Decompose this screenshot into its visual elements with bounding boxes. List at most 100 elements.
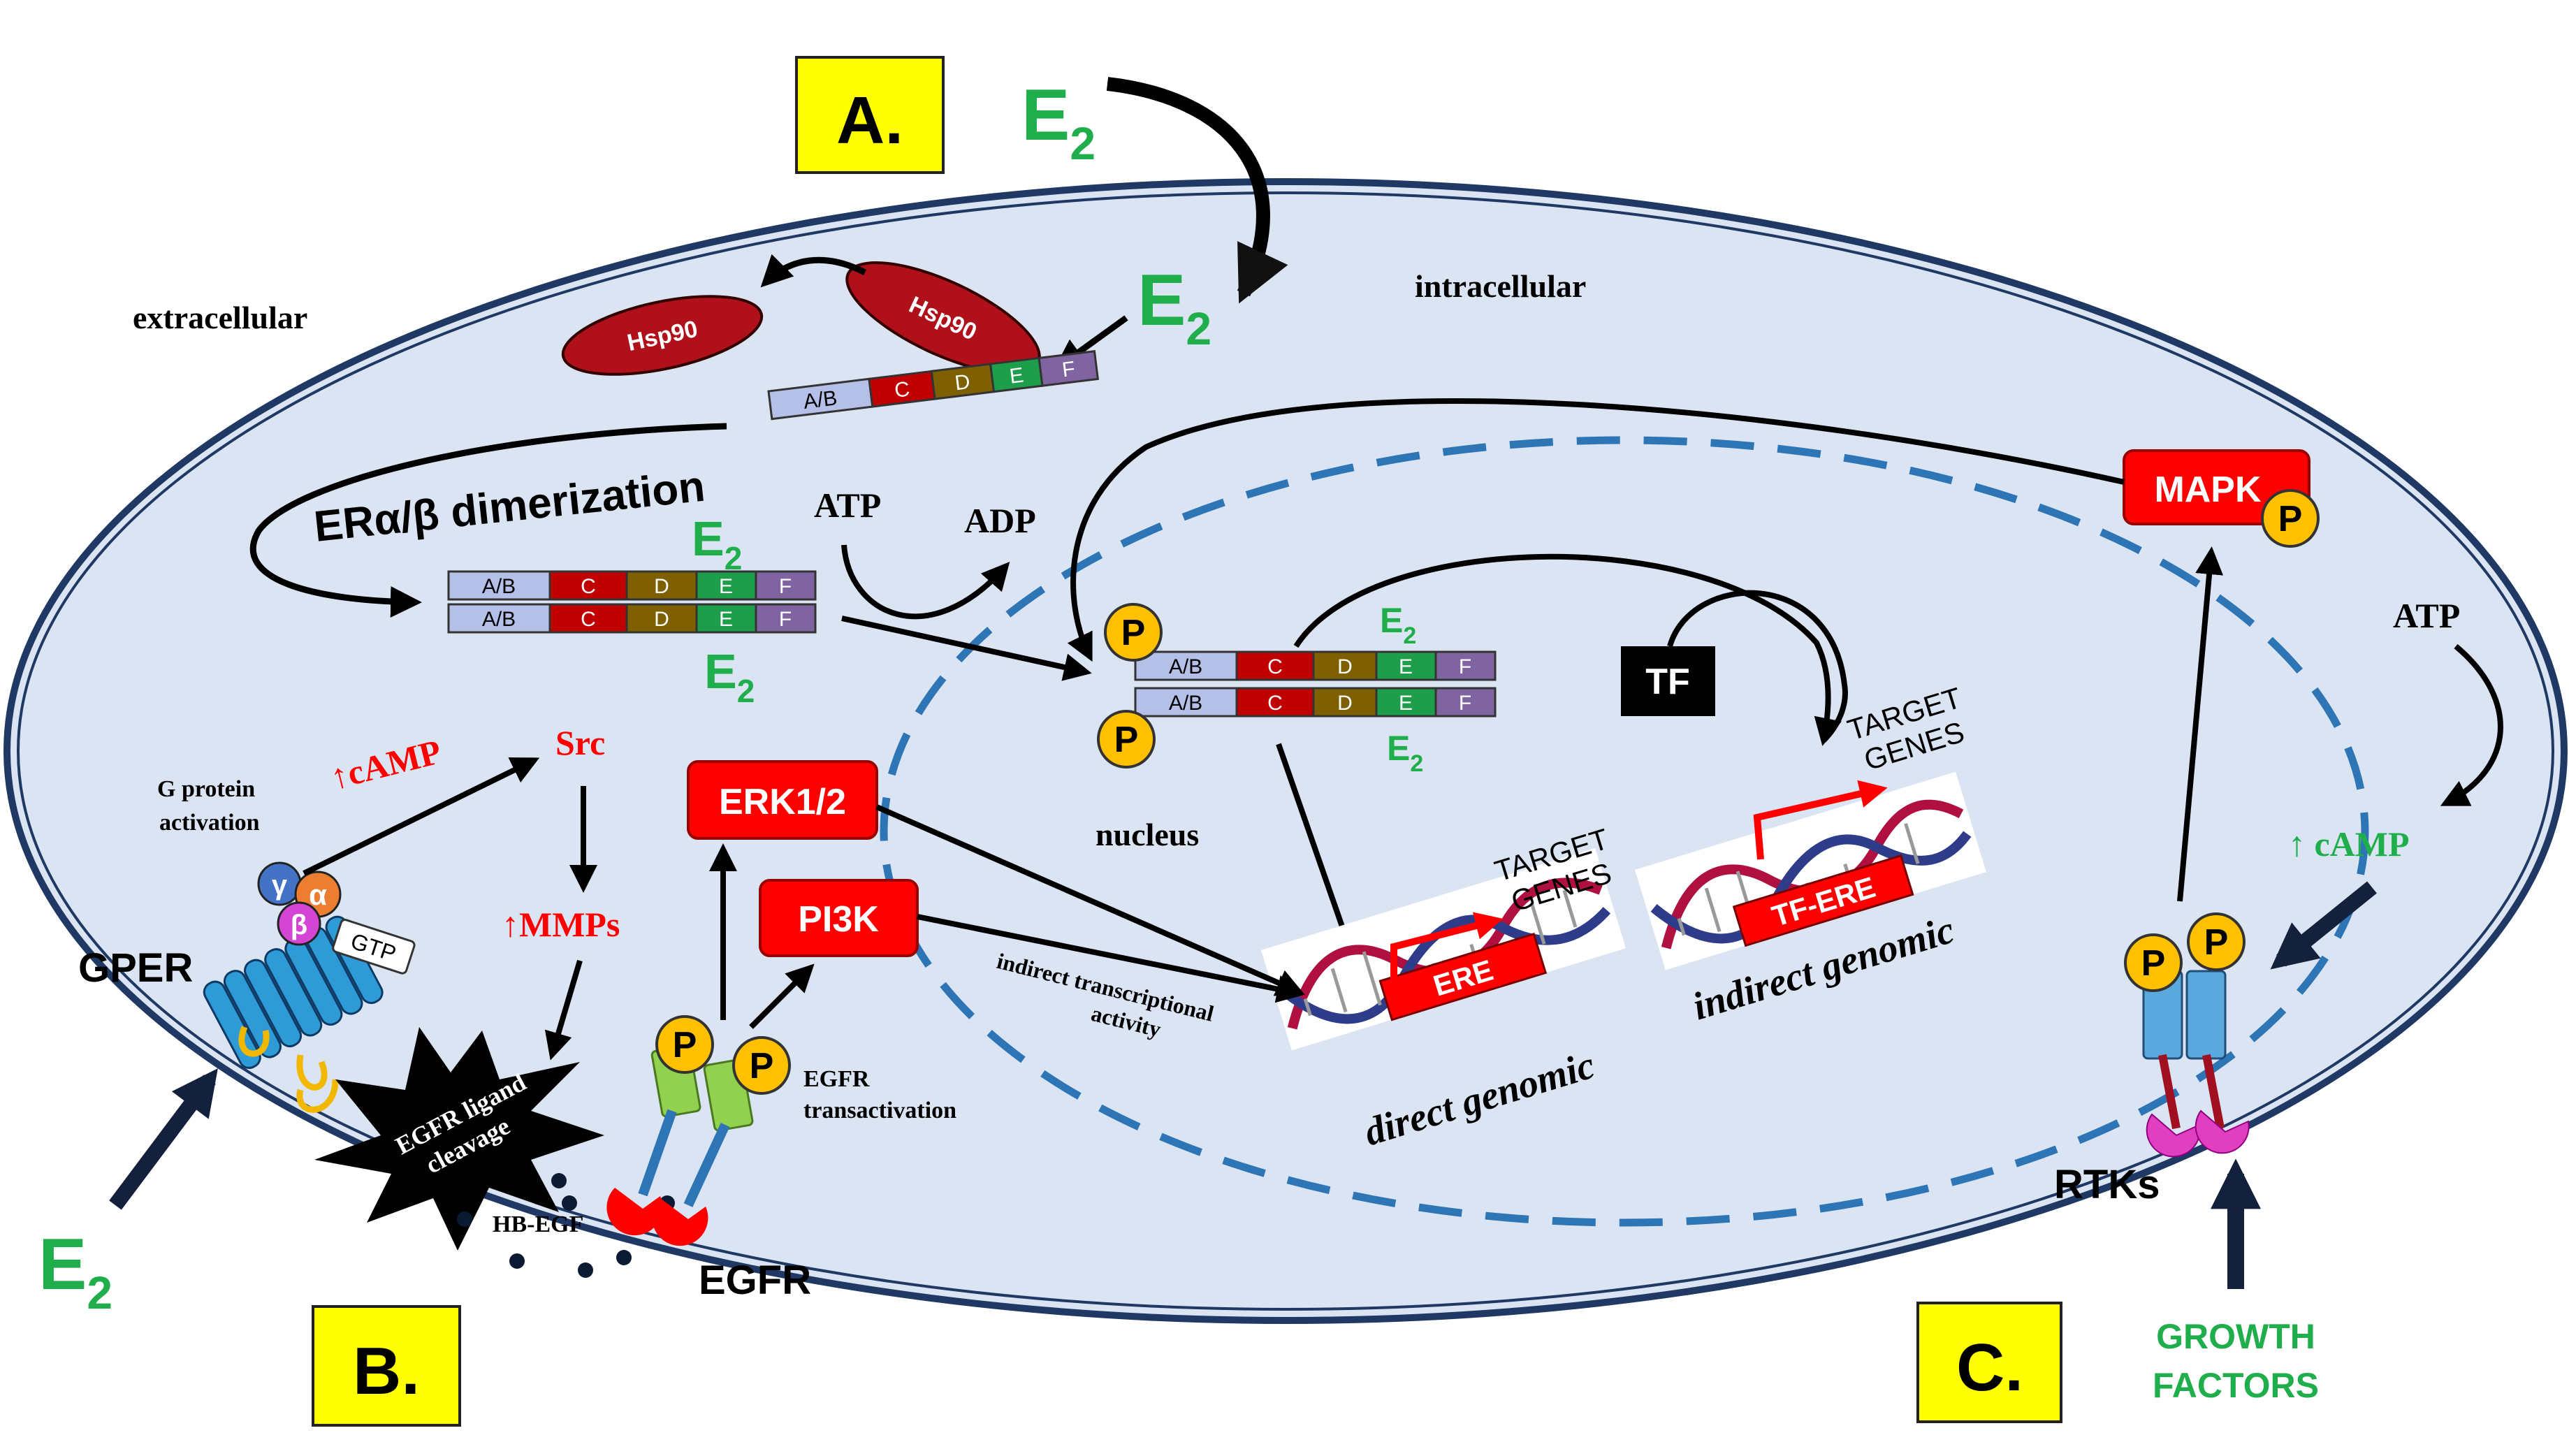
dna-indirect: TF-ERE [1635, 771, 1986, 970]
svg-text:E: E [719, 608, 733, 631]
atp-label-right: ATP [2393, 596, 2460, 635]
mmps-label: ↑MMPs [502, 905, 620, 944]
cell-membrane [3, 178, 2568, 1324]
e2-to-gper-arrow [109, 1068, 218, 1210]
svg-text:E: E [1399, 655, 1413, 678]
phosphate-nuclear-er-top [1104, 603, 1163, 662]
er-monomer: A/B C D E F [767, 350, 1100, 421]
svg-text:A/B: A/B [1169, 692, 1202, 715]
rtk-receptor [2142, 970, 2250, 1158]
svg-text:F: F [779, 575, 792, 598]
svg-text:TF: TF [1645, 662, 1690, 702]
svg-text:α: α [309, 878, 327, 911]
transcription-arrow-direct [1390, 912, 1504, 989]
gper-receptor [203, 915, 384, 1113]
dimerization-arrow [249, 423, 727, 618]
phosphate-egfr-left [655, 1015, 714, 1074]
phosphate-rtk-right [2187, 912, 2246, 971]
svg-text:D: D [954, 370, 972, 395]
svg-text:C: C [581, 608, 596, 631]
svg-text:D: D [1337, 655, 1353, 678]
transcription-arrow-indirect [1753, 780, 1888, 860]
svg-text:E: E [1399, 692, 1413, 715]
svg-text:C: C [893, 377, 911, 402]
e2-bottom-left: E2 [38, 1224, 112, 1318]
svg-text:PI3K: PI3K [798, 899, 879, 940]
rtks-label: RTKs [2054, 1162, 2160, 1207]
svg-text:C: C [581, 575, 596, 598]
svg-text:F: F [1459, 692, 1471, 715]
erk12-box: ERK1/2 [687, 760, 878, 840]
tf-to-tf-ere-arrow [1667, 590, 1848, 743]
e2-dimer-top: E2 [692, 511, 742, 576]
mapk-box: MAPK [2123, 449, 2310, 525]
adp-label: ADP [964, 501, 1036, 540]
atp-label-left: ATP [814, 486, 881, 525]
panel-c-label: C. [1916, 1302, 2062, 1423]
svg-text:E: E [719, 575, 733, 598]
hb-egf-label: HB-EGF [493, 1211, 583, 1237]
svg-text:A/B: A/B [482, 608, 516, 631]
erk-to-ere-arrow [875, 804, 1305, 996]
egfr-label: EGFR [699, 1258, 811, 1303]
phosphate-mapk [2261, 489, 2320, 548]
gprotein-to-src-arrow [303, 757, 540, 876]
er-dimer-nucleus: A/B C D E F A/B C D E F [1134, 650, 1497, 718]
phosphate-rtk-left [2124, 933, 2183, 992]
hsp90-free: Hsp90 [561, 295, 764, 376]
svg-text:A/B: A/B [1169, 655, 1202, 678]
svg-text:D: D [654, 575, 669, 598]
camp-green-label: ↑ cAMP [2288, 824, 2410, 864]
intracellular-label: intracellular [1415, 268, 1586, 304]
dimer-translocation-arrow [841, 616, 1092, 681]
svg-text:γ: γ [272, 870, 288, 901]
panel-b-label: B. [312, 1305, 461, 1427]
svg-text:β: β [291, 910, 307, 940]
atp-to-camp-arrow [2440, 643, 2503, 806]
rtk-to-mapk-arrow [2177, 546, 2224, 902]
e2-entry-arrow [1106, 77, 1288, 304]
atp-to-adp-arrow [841, 544, 1010, 620]
nucleus-boundary [880, 436, 2369, 1227]
phosphate-egfr-right [732, 1036, 791, 1095]
svg-text:F: F [779, 608, 792, 631]
pi3k-to-ere-arrow [917, 914, 1305, 1003]
svg-text:C: C [1267, 655, 1283, 678]
tf-box: TF [1621, 646, 1715, 716]
e2-inside-cell: E2 [1137, 260, 1211, 354]
e2-outside-top: E2 [1021, 75, 1096, 169]
gper-label: GPER [78, 945, 193, 991]
extracellular-label: extracellular [133, 300, 307, 335]
growth-factors-label-1: GROWTH [2156, 1317, 2315, 1356]
e2-nuclear-bottom: E2 [1387, 729, 1423, 777]
svg-text:A.: A. [836, 83, 903, 158]
panel-a-label: A. [795, 56, 945, 174]
growth-factors-label-2: FACTORS [2153, 1366, 2319, 1405]
egfr-transactivation-label-1: EGFR [803, 1066, 870, 1092]
mapk-to-er-arrow [1067, 398, 2125, 662]
e2-dimer-bottom: E2 [704, 644, 755, 709]
svg-text:F: F [1061, 357, 1076, 381]
svg-text:MAPK: MAPK [2154, 469, 2262, 510]
mmps-to-cleavage-arrow [544, 959, 583, 1061]
er-dimer-cytoplasm: A/B C D E F A/B C D E F [447, 570, 817, 634]
g-protein-label-2: activation [159, 810, 260, 836]
g-protein-complex: γ α β GTP [257, 861, 416, 975]
hsp90-release-arrow [760, 254, 867, 288]
svg-text:C.: C. [1956, 1330, 2023, 1405]
src-label: Src [555, 723, 605, 762]
e2-nuclear-top: E2 [1380, 601, 1416, 649]
er-to-tf-ere-arrow [1293, 553, 1842, 746]
svg-text:F: F [1459, 655, 1471, 678]
pi3k-box: PI3K [759, 879, 919, 957]
svg-text:A/B: A/B [482, 575, 516, 598]
svg-text:A/B: A/B [802, 386, 838, 414]
egfr-ligand-cleavage-burst: EGFR ligand cleavage [314, 1027, 604, 1251]
svg-text:B.: B. [353, 1334, 420, 1408]
svg-text:C: C [1267, 692, 1283, 715]
egfr-transactivation-label-2: transactivation [803, 1098, 956, 1123]
nucleus-label: nucleus [1096, 817, 1199, 852]
camp-to-rtk-arrow [2270, 881, 2377, 970]
svg-text:E: E [1008, 363, 1025, 388]
